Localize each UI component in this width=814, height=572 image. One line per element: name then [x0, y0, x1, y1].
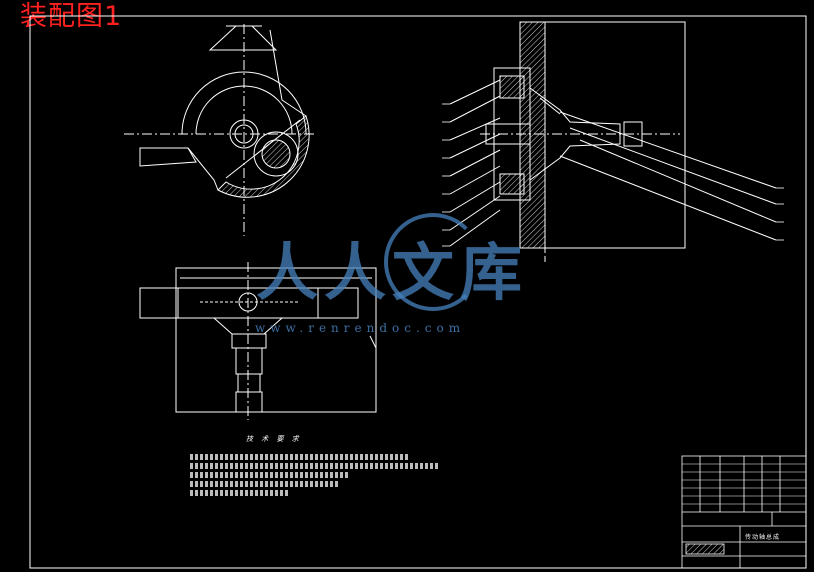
requirement-line — [190, 481, 340, 487]
top-view-rotor — [124, 24, 316, 236]
drawing-border — [29, 15, 807, 569]
front-section-view — [139, 262, 377, 420]
requirement-line — [190, 472, 350, 478]
title-block — [681, 455, 807, 569]
technical-requirements-heading: 技 术 要 求 — [246, 435, 302, 443]
title-block-name: 传动轴总成 — [745, 534, 781, 541]
watermark-url: www.renrendoc.com — [255, 321, 466, 335]
requirement-line — [190, 454, 410, 460]
requirement-line — [190, 490, 290, 496]
watermark-text: 人人文库 — [256, 236, 529, 309]
side-section-view — [442, 21, 784, 262]
requirement-line — [190, 463, 440, 469]
watermark-ring — [384, 213, 482, 311]
